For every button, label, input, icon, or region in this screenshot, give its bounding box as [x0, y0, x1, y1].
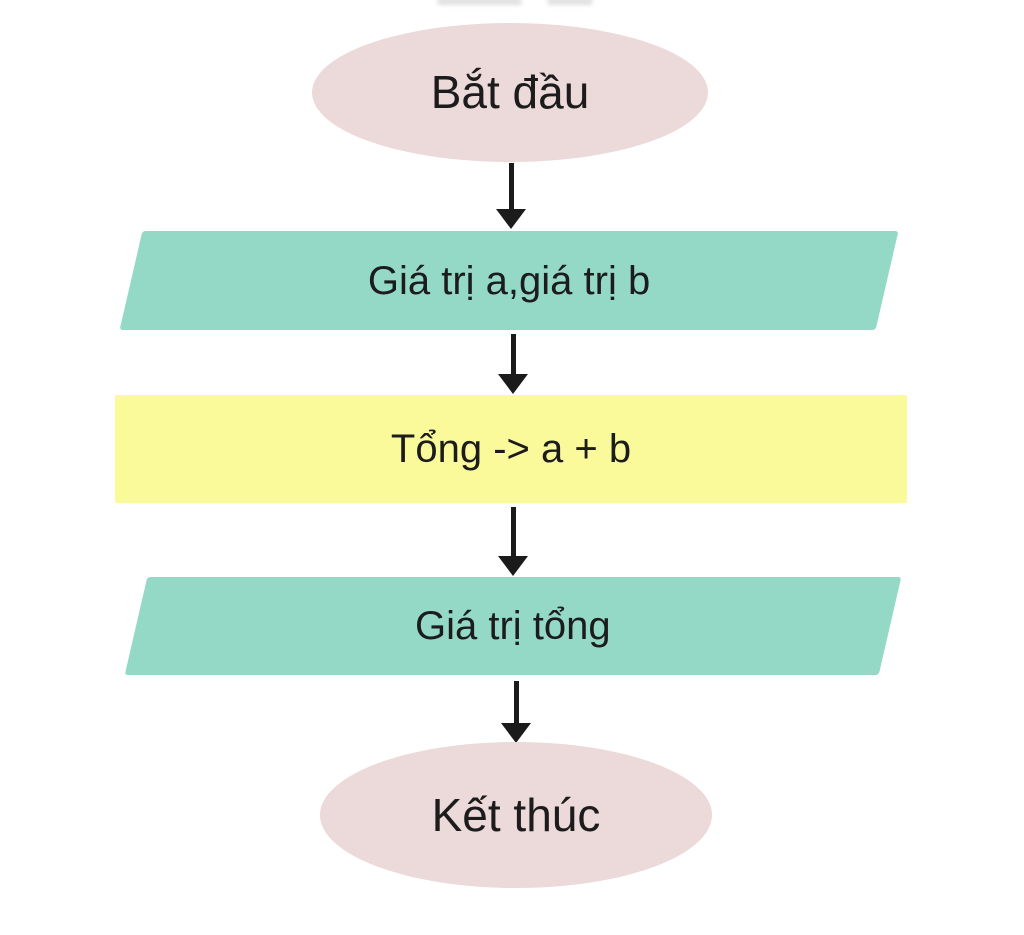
flow-arrow-down-icon [497, 507, 529, 576]
flowchart-node-end: Kết thúc [320, 742, 712, 888]
arrow-head [501, 723, 531, 743]
flow-arrow-down-icon [495, 163, 527, 229]
arrow-stem [510, 334, 516, 374]
arrow-head [496, 209, 526, 229]
arrow-head [498, 556, 528, 576]
top-edge-crop-artifact [437, 0, 522, 5]
flowchart-node-start: Bắt đầu [312, 23, 708, 162]
node-output-label: Giá trị tổng [415, 604, 611, 648]
flowchart-node-input-values: Giá trị a,giá trị b [119, 231, 899, 330]
flow-arrow-down-icon [497, 334, 529, 394]
arrow-stem [508, 163, 514, 209]
node-end-label: Kết thúc [431, 788, 601, 841]
arrow-stem [513, 681, 519, 723]
node-process-label: Tổng -> a + b [390, 427, 632, 471]
arrow-head [498, 374, 528, 394]
top-edge-crop-artifact [547, 0, 593, 5]
flow-arrow-down-icon [500, 681, 532, 743]
arrow-stem [510, 507, 516, 556]
flowchart-node-output-sum: Giá trị tổng [124, 577, 902, 675]
node-input-label: Giá trị a,giá trị b [367, 258, 651, 303]
flowchart-node-process-sum: Tổng -> a + b [115, 395, 907, 503]
node-start-label: Bắt đầu [430, 66, 590, 119]
